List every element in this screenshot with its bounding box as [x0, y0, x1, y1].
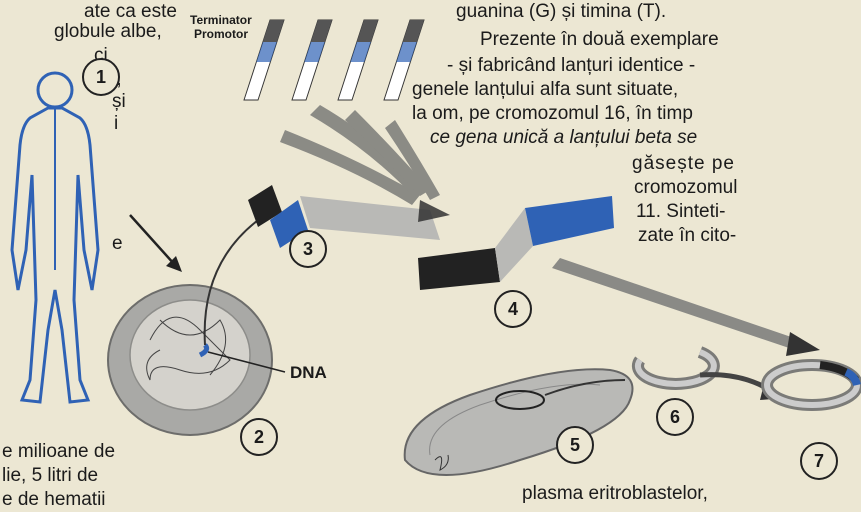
step-6-badge: 6 [656, 398, 694, 436]
plasmid-closed [767, 365, 857, 405]
left-text-line: i [114, 112, 118, 136]
bottom-text-line: plasma eritroblastelor, [522, 482, 708, 506]
left-text-line: e [112, 232, 123, 256]
right-text-line: găsește pe [632, 152, 735, 176]
right-text-line: ce gena unică a lanțului beta se [430, 126, 697, 150]
right-text-line: guanina (G) și timina (T). [456, 0, 666, 24]
right-text-line: - și fabricând lanțuri identice - [447, 54, 695, 78]
left-bottom-line: lie, 5 litri de [2, 464, 98, 488]
right-text-line: zate în cito- [638, 224, 736, 248]
arrow-to-plasmid [552, 258, 820, 356]
step-7-badge: 7 [800, 442, 838, 480]
step-4-badge: 4 [494, 290, 532, 328]
left-text-line: și [112, 90, 126, 114]
promotor-label: Promotor [194, 28, 248, 41]
step-1-badge: 1 [82, 58, 120, 96]
cell-nucleus [108, 285, 272, 435]
right-text-line: la om, pe cromozomul 16, în timp [412, 102, 693, 126]
right-text-line: Prezente în două exemplare [480, 28, 719, 52]
left-text-line: globule albe, [54, 20, 162, 44]
human-figure [12, 73, 98, 402]
right-text-line: genele lanțului alfa sunt situate, [412, 78, 678, 102]
step-2-badge: 2 [240, 418, 278, 456]
plasmid-open [638, 352, 714, 384]
bacterium [405, 369, 633, 475]
right-text-line: cromozomul [634, 176, 737, 200]
step-3-badge: 3 [289, 230, 327, 268]
step-5-badge: 5 [556, 426, 594, 464]
left-bottom-line: e de hematii [2, 488, 106, 512]
terminator-promotor-strips [244, 20, 424, 100]
terminator-label: Terminator [190, 14, 252, 27]
left-bottom-line: e milioane de [2, 440, 115, 464]
arrow-figure-to-cell [130, 215, 182, 272]
dna-label: DNA [290, 366, 327, 379]
right-text-line: 11. Sinteti- [636, 200, 725, 224]
